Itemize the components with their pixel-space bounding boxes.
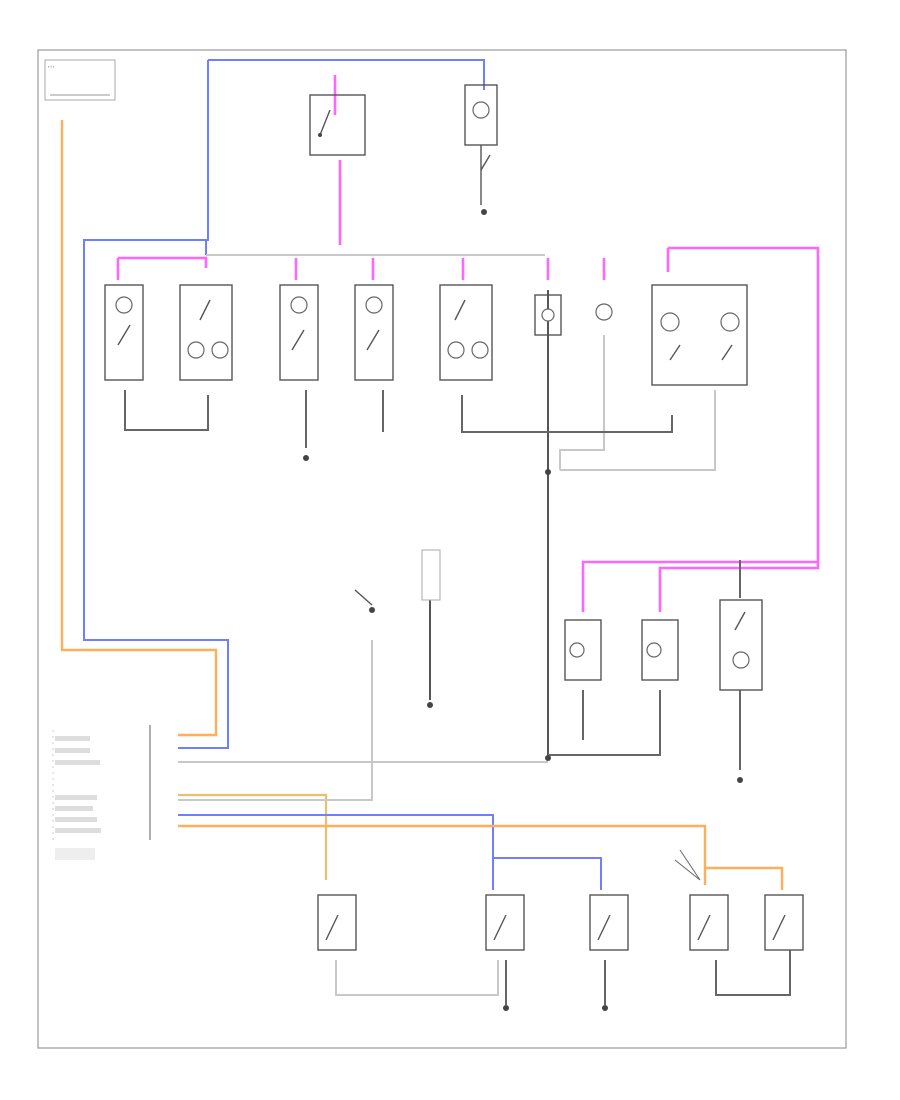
wire-bcm-blue	[178, 814, 494, 890]
ground-loop-center	[461, 395, 673, 433]
trunk-lamp	[595, 303, 613, 321]
wire-bcm-buzzer	[178, 640, 373, 801]
left-rear-door-jamb-switch	[589, 894, 629, 951]
rear-door-jamb-switch	[764, 894, 804, 951]
right-vanity-mirror	[641, 619, 679, 681]
ground-symbol-7	[602, 1005, 608, 1011]
ground-symbol-4	[545, 755, 551, 761]
wire-pink-lamp1	[118, 256, 208, 268]
wire-blue-bus	[84, 239, 207, 255]
right-rear-door-jamb-switch	[689, 894, 729, 951]
wire-bcm-orange	[178, 824, 707, 885]
diagram-frame	[37, 49, 847, 1049]
left-front-door-lamp	[179, 284, 233, 381]
svg-text:▪ ▪ ▪: ▪ ▪ ▪	[48, 64, 55, 69]
right-front-door-jamb-switch	[485, 894, 525, 951]
ip-compartment-lamp	[719, 599, 763, 691]
body-control-module	[52, 725, 151, 860]
center-high-mounted-lamp-switch	[309, 94, 366, 156]
ground-loop-1	[124, 390, 209, 431]
wire-bcm-yellow	[178, 793, 328, 880]
ground-symbol-3	[427, 702, 433, 708]
wire-orange-rear-switch	[705, 866, 784, 890]
ground-vanity	[548, 690, 661, 756]
wire-gray-overhead	[560, 390, 716, 471]
ground-bottom-left	[335, 960, 499, 996]
overhead-console-lamps	[651, 284, 748, 386]
wire-gray-glove	[559, 335, 605, 470]
ground-bottom-rear	[715, 950, 791, 996]
wire-blue-rear-switch	[493, 857, 602, 890]
right-rear-reading-lamp	[354, 284, 394, 381]
glove-box-lamp	[534, 294, 562, 336]
fuse-block: ▪ ▪ ▪	[44, 59, 116, 101]
left-front-door-jamb-switch	[317, 894, 357, 951]
wire-pink-right-loop	[581, 246, 820, 612]
connector-leaders	[674, 849, 701, 881]
headlamp-switch	[421, 549, 441, 601]
left-vanity-mirror	[564, 619, 602, 681]
ground-symbol-1	[303, 455, 309, 461]
buzzer	[354, 589, 375, 613]
left-rear-door-lamp	[279, 284, 319, 381]
ground-symbol-6	[503, 1005, 509, 1011]
wire-orange-feed	[60, 120, 218, 737]
wire-blue-left	[83, 60, 229, 749]
left-rear-courtesy-lamp	[104, 284, 144, 381]
ground-symbol-8	[481, 209, 487, 215]
right-front-door-lamp	[439, 284, 493, 381]
courtesy-lamp-top	[464, 84, 498, 205]
ground-symbol-2	[545, 469, 551, 475]
wire-blue-top	[208, 59, 485, 90]
ground-symbol-5	[737, 777, 743, 783]
